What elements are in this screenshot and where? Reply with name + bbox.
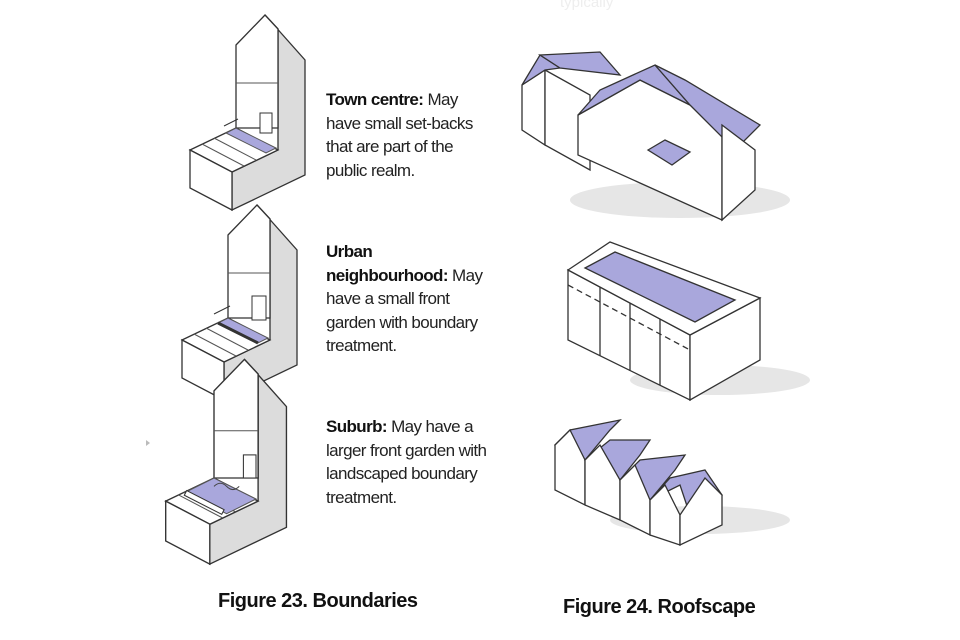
figure-24-caption: Figure 24. Roofscape bbox=[563, 596, 756, 618]
urban-neighbourhood-text: May have a small front garden with bound… bbox=[326, 265, 483, 356]
urban-neighbourhood-description: Urban neighbourhood: May have a small fr… bbox=[326, 240, 496, 358]
suburb-sketch bbox=[165, 358, 288, 565]
town-centre-title: Town centre: bbox=[326, 90, 424, 109]
town-centre-sketch bbox=[189, 14, 306, 211]
small-marker bbox=[146, 440, 150, 446]
town-centre-description: Town centre: May have small set-backs th… bbox=[326, 88, 496, 182]
roofscape-sketch-2 bbox=[566, 241, 810, 402]
roofscape-sketch-3 bbox=[553, 418, 790, 547]
roofscape-sketch-1 bbox=[521, 51, 790, 222]
suburb-text: May have a larger front garden with land… bbox=[326, 417, 487, 507]
figure-23-caption: Figure 23. Boundaries bbox=[218, 590, 418, 612]
suburb-description: Suburb: May have a larger front garden w… bbox=[326, 415, 496, 509]
urban-neighbourhood-title: Urban neighbourhood: bbox=[326, 242, 449, 285]
town-centre-text: May have small set-backs that are part o… bbox=[326, 90, 473, 180]
faint-top-text: typically bbox=[560, 0, 614, 11]
suburb-title: Suburb: bbox=[326, 417, 388, 436]
urban-neighbourhood-sketch bbox=[181, 204, 298, 401]
